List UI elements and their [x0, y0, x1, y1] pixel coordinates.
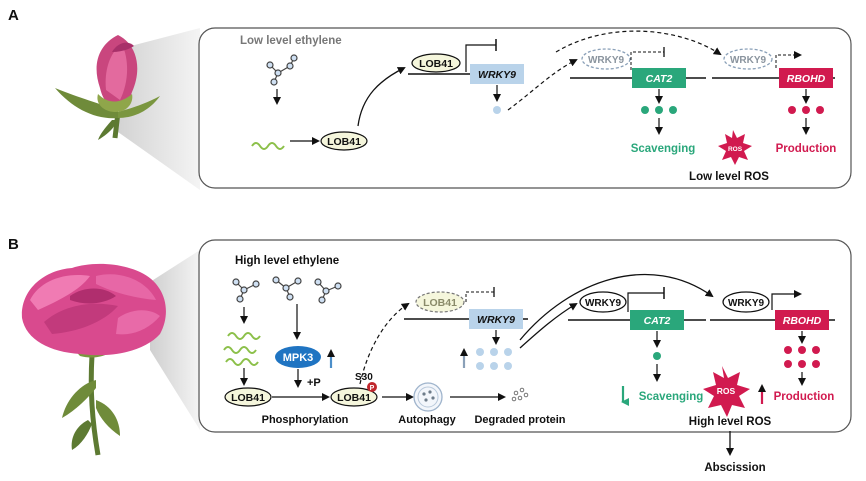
- phosphate-badge-label: P: [370, 385, 375, 392]
- s30-label: S30: [355, 372, 373, 383]
- lob41-dashed-label: LOB41: [423, 297, 457, 309]
- wrky9-dashed-rbohd: [723, 48, 773, 70]
- ethylene-molecule-icon: [266, 54, 298, 86]
- rbohd-gene-label: RBOHD: [787, 73, 826, 85]
- wrky9-gene-box: [470, 64, 524, 84]
- rbohd-gene-box: [779, 68, 833, 88]
- production-label: Production: [776, 143, 837, 155]
- rose-illustration: [21, 263, 166, 456]
- scavenging-label: Scavenging: [631, 143, 696, 155]
- ros-burst-large: [703, 366, 750, 417]
- wrky9-dashed-cat2: [581, 48, 631, 70]
- mrna-squiggles: [223, 332, 261, 366]
- cat2-gene-box: [632, 68, 686, 88]
- lob41-left-label: LOB41: [231, 392, 265, 404]
- autophagosome-icon: [413, 382, 443, 412]
- ros-badge-label: ROS: [728, 146, 743, 153]
- lob41-dashed: [415, 291, 465, 313]
- wrky9-gene-label-b: WRKY9: [477, 314, 515, 326]
- wrky9-bound-cat2: [579, 291, 627, 313]
- plus-p-label: +P: [307, 377, 321, 389]
- autophagy-label: Autophagy: [398, 414, 456, 426]
- lob41-protein: [320, 131, 368, 151]
- panel-b-box: [198, 239, 852, 433]
- rbohd-protein-dots: [784, 346, 820, 368]
- wrky9-protein-dot: [493, 106, 501, 114]
- scavenging-label-b: Scavenging: [639, 391, 704, 403]
- abscission-label: Abscission: [704, 462, 765, 474]
- cat2-gene-label: CAT2: [646, 73, 673, 85]
- lob41-phos-label: LOB41: [337, 392, 371, 404]
- wrky9-rbohd-label-b: WRKY9: [728, 298, 765, 309]
- lob41-protein-bound: [411, 53, 461, 73]
- production-label-b: Production: [774, 391, 835, 403]
- panel-b-label: B: [8, 236, 19, 253]
- zoom-cone-b: [150, 250, 200, 430]
- wrky9-cat2-label-b: WRKY9: [585, 298, 622, 309]
- panel-a-box: [198, 27, 852, 189]
- degraded-protein-label: Degraded protein: [474, 414, 565, 426]
- lob41-protein: [224, 387, 272, 407]
- rbohd-gene-box: [775, 310, 829, 330]
- mpk3-label: MPK3: [283, 352, 314, 364]
- low-ethylene-title: Low level ethylene: [240, 35, 342, 47]
- wrky9-bound-rbohd: [722, 291, 770, 313]
- lob41-label: LOB41: [327, 136, 361, 148]
- phosphate-badge: [367, 382, 377, 392]
- rbohd-gene-label-b: RBOHD: [783, 315, 822, 327]
- degraded-fragments-icon: [511, 387, 529, 402]
- lob41-bound-label: LOB41: [419, 58, 453, 70]
- phosphorylation-label: Phosphorylation: [262, 414, 349, 426]
- lob41-phosphorylated: [330, 387, 378, 407]
- wrky9-protein-dots: [476, 348, 512, 370]
- wrky9-cat2-label: WRKY9: [588, 55, 625, 66]
- wrky9-gene-label: WRKY9: [478, 69, 516, 81]
- cat2-protein-dot: [653, 352, 661, 360]
- ros-badge-label-b: ROS: [717, 386, 736, 396]
- low-ros-label: Low level ROS: [689, 171, 769, 183]
- mpk3-kinase: [275, 346, 321, 368]
- high-ethylene-title: High level ethylene: [235, 255, 339, 267]
- wrky9-gene-box: [469, 309, 523, 329]
- high-ros-label: High level ROS: [689, 416, 772, 428]
- rosebud-illustration: [55, 35, 160, 140]
- cat2-gene-label-b: CAT2: [644, 315, 671, 327]
- ethylene-molecules-icon: [232, 276, 342, 304]
- ros-burst-small: [718, 130, 752, 165]
- panel-a-label: A: [8, 7, 19, 24]
- wrky9-rbohd-label: WRKY9: [730, 55, 767, 66]
- cat2-gene-box: [630, 310, 684, 330]
- mrna-squiggle: [251, 142, 285, 150]
